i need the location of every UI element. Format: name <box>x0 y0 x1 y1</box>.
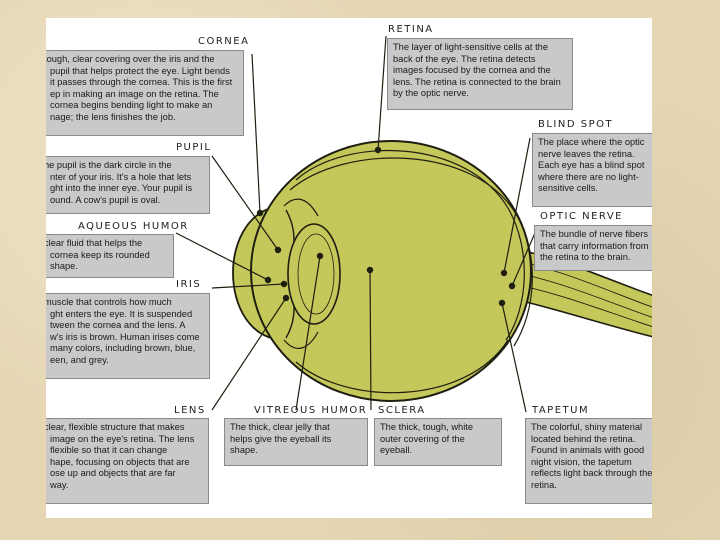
lens-shape <box>287 223 341 325</box>
blind-spot-label: BLIND SPOT <box>538 119 614 130</box>
retina-label: RETINA <box>388 24 434 35</box>
diagram-panel: CORNEA tough, clear covering over the ir… <box>46 18 652 518</box>
lens-description: clear, flexible structure that makes ima… <box>46 418 209 504</box>
eye-diagram <box>175 35 652 413</box>
iris-description: muscle that controls how much ght enters… <box>46 293 210 379</box>
blind-spot-description: The place where the optic nerve leaves t… <box>532 133 652 207</box>
iris-label: IRIS <box>176 279 202 290</box>
ciliary-upper <box>283 198 319 217</box>
pupil-description: he pupil is the dark circle in the nter … <box>46 156 210 214</box>
leader-lines <box>175 35 539 413</box>
tapetum-label: TAPETUM <box>532 405 590 416</box>
retina-lower-layer <box>295 339 509 394</box>
leader-dots <box>256 146 516 307</box>
cornea-label: CORNEA <box>198 36 250 47</box>
optic-nerve-description: The bundle of nerve fibers that carry in… <box>534 225 652 271</box>
choroid-layer <box>289 157 533 347</box>
sclera-description: The thick, tough, white outer covering o… <box>374 418 502 466</box>
vitreous-humor-label: VITREOUS HUMOR <box>254 405 368 416</box>
retina-layer <box>295 149 525 341</box>
lens-inner <box>297 233 335 315</box>
lens-label: LENS <box>174 405 206 416</box>
retina-description: The layer of light-sensitive cells at th… <box>387 38 573 110</box>
pupil-label: PUPIL <box>176 142 212 153</box>
ciliary-lower <box>283 331 319 349</box>
aqueous-humor-description: clear fluid that helps the cornea keep i… <box>46 234 174 278</box>
cornea-description: tough, clear covering over the iris and … <box>46 50 244 136</box>
vitreous-humor-description: The thick, clear jelly that helps give t… <box>224 418 368 466</box>
tapetum-description: The colorful, shiny material located beh… <box>525 418 652 504</box>
sclera-label: SCLERA <box>378 405 426 416</box>
optic-nerve-label: OPTIC NERVE <box>540 211 623 222</box>
aqueous-humor-label: AQUEOUS HUMOR <box>78 221 189 232</box>
